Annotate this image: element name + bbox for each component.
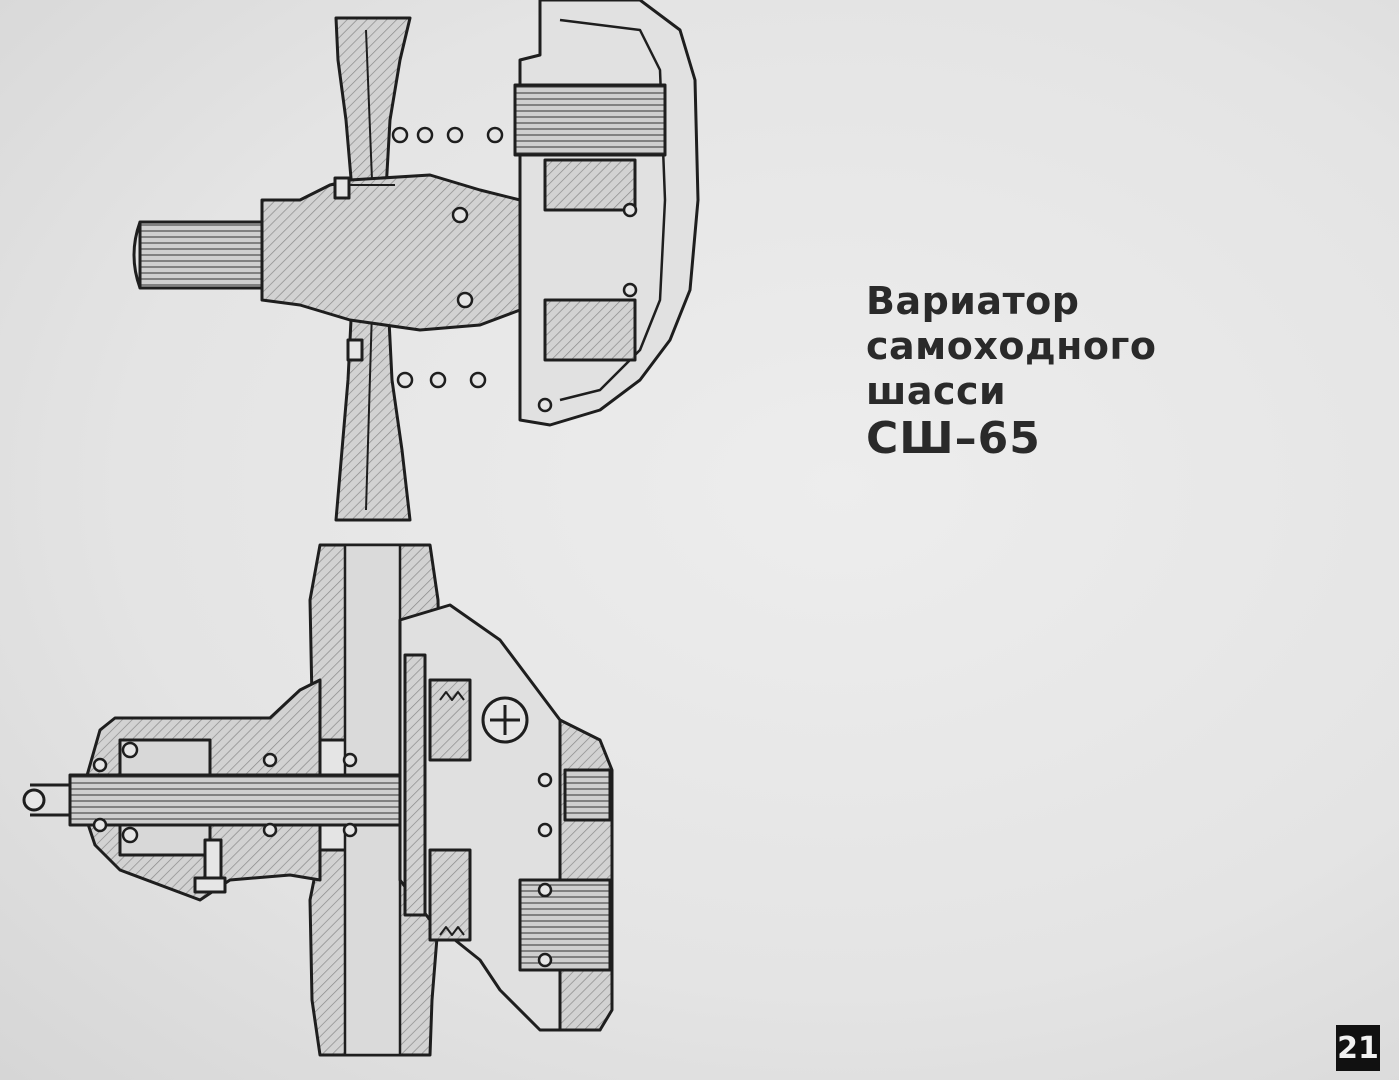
title-line-1: Вариатор bbox=[866, 279, 1080, 323]
title-line-4: СШ–65 bbox=[866, 413, 1041, 464]
upper-left-housing bbox=[260, 173, 522, 332]
title-line-3: шасси bbox=[866, 369, 1007, 413]
frame-number-badge: 21 bbox=[1336, 1025, 1380, 1071]
upper-bolts bbox=[391, 126, 638, 413]
lower-bolts bbox=[92, 741, 553, 968]
title-line-2: самоходного bbox=[866, 324, 1157, 368]
upper-variator-assembly bbox=[132, 0, 700, 522]
upper-pulley-upper-half bbox=[334, 16, 412, 192]
lower-right-cover bbox=[558, 718, 614, 1032]
slide-title: Вариатор самоходного шасси СШ–65 bbox=[866, 282, 1156, 461]
lower-variator-assembly bbox=[22, 543, 614, 1057]
upper-pulley-lower-half bbox=[334, 298, 412, 522]
